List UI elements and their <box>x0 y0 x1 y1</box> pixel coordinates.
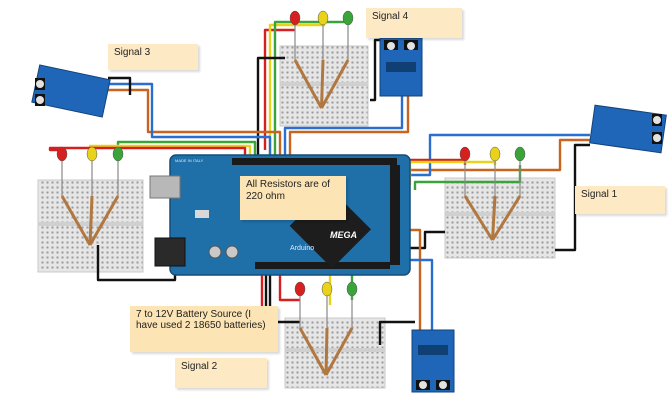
led-yellow-top <box>317 10 329 60</box>
board-made-text: MADE IN ITALY <box>175 158 204 163</box>
resistor-left-2 <box>88 195 94 246</box>
board-brand-text: MEGA <box>330 230 357 240</box>
led-yellow-bottom <box>321 281 333 328</box>
led-green-right <box>514 146 526 196</box>
header-top <box>232 158 397 165</box>
wire-sensor3-blue <box>108 82 272 155</box>
resistors <box>60 59 522 376</box>
led-green-top <box>342 10 354 60</box>
led-green-left <box>112 146 124 196</box>
led-red-top <box>289 10 301 60</box>
wire-sensor2-blue <box>405 258 434 348</box>
resistor-right-2 <box>491 195 497 241</box>
led-yellow-right <box>489 146 501 196</box>
capacitor-1 <box>208 245 222 259</box>
wire-black-top <box>256 56 285 155</box>
note-signal-2: Signal 2 <box>175 358 267 388</box>
note-signal-1: Signal 1 <box>575 186 665 214</box>
wire-sensor1-orange <box>405 138 590 172</box>
resistor-top-2 <box>320 59 325 109</box>
wire-sensor4-orange <box>288 95 410 155</box>
board-sub-text: Arduino <box>290 245 314 252</box>
signal-4-label: Signal 4 <box>372 11 409 22</box>
power-jack <box>154 237 186 267</box>
battery-note-text: 7 to 12V Battery Source (I have used 2 1… <box>136 309 266 331</box>
wire-sensor2-black <box>378 320 415 345</box>
breadboard-top <box>279 45 369 127</box>
led-red-right <box>459 146 471 196</box>
wire-bottom-red <box>278 275 300 302</box>
resistor-bottom-3 <box>324 327 354 376</box>
signal-3-label: Signal 3 <box>114 47 151 58</box>
breadboard-right <box>444 177 556 259</box>
signal-2-label: Signal 2 <box>181 361 218 372</box>
wire-sensor4-blue <box>283 95 404 155</box>
wire-sensor1-blue <box>405 133 590 177</box>
resistor-bottom-2 <box>324 327 329 376</box>
wire-left-red <box>48 146 247 155</box>
led-green-bottom <box>346 281 358 328</box>
breadboard-bottom <box>284 317 386 389</box>
wire-red-top <box>263 28 295 150</box>
leds <box>56 10 526 328</box>
wire-sensor3-black <box>108 76 132 95</box>
resistor-bottom-1 <box>298 327 328 376</box>
note-signal-4: Signal 4 <box>366 8 462 38</box>
signal-1-label: Signal 1 <box>581 189 618 200</box>
header-bottom <box>255 262 390 269</box>
capacitor-2 <box>225 245 239 259</box>
sensor-signal-3 <box>31 64 111 118</box>
led-red-bottom <box>294 281 306 328</box>
note-battery: 7 to 12V Battery Source (I have used 2 1… <box>130 306 278 352</box>
resistor-right-3 <box>491 195 522 241</box>
wire-yellow-top <box>268 23 325 155</box>
note-resistors: All Resistors are of 220 ohm <box>240 176 346 220</box>
resistor-top-3 <box>320 59 350 109</box>
wire-sensor3-orange <box>108 88 282 155</box>
sensor-signal-2 <box>411 329 455 393</box>
resistor-note-text: All Resistors are of 220 ohm <box>246 179 330 202</box>
led-yellow-left <box>86 146 98 196</box>
sensor-signal-4 <box>379 37 423 97</box>
sensor-signal-1 <box>589 104 667 154</box>
note-signal-3: Signal 3 <box>108 44 198 70</box>
header-right <box>390 165 400 265</box>
crystal <box>195 210 209 218</box>
led-red-left <box>56 146 68 196</box>
resistor-right-1 <box>463 195 494 241</box>
usb-port <box>149 175 181 199</box>
resistor-left-1 <box>60 195 92 246</box>
resistor-top-1 <box>293 59 323 109</box>
resistor-left-3 <box>88 195 120 246</box>
